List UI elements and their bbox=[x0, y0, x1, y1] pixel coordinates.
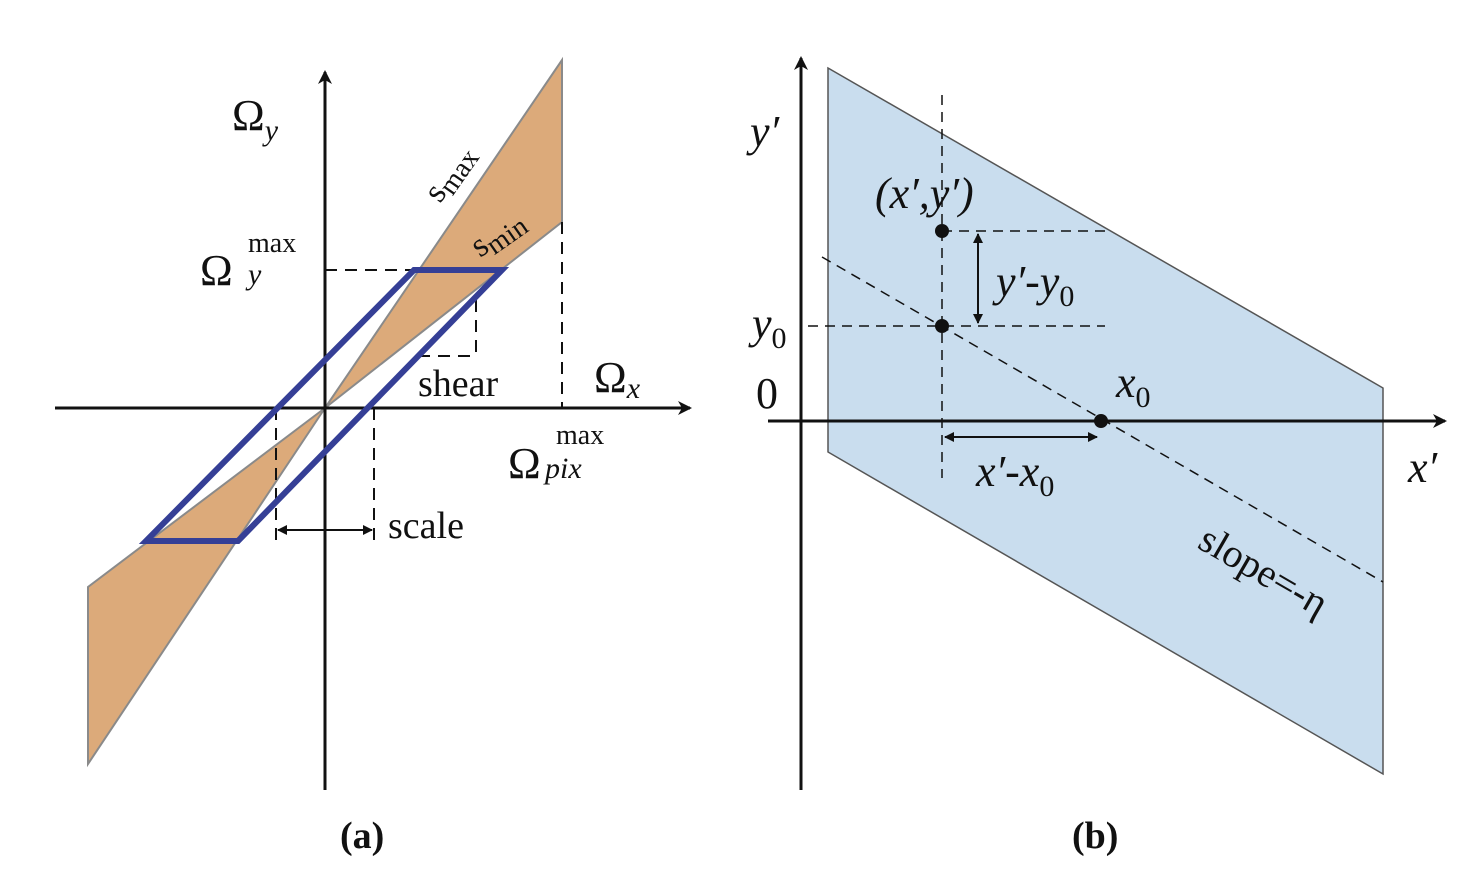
wedge-lower bbox=[87, 407, 326, 768]
caption-b: (b) bbox=[1072, 815, 1118, 857]
point-x-prime-y-prime bbox=[935, 224, 949, 238]
omega-y-max-sup: max bbox=[248, 228, 296, 259]
dx-label: x′-x0 bbox=[975, 447, 1054, 503]
shear-label: shear bbox=[418, 363, 499, 405]
panel-a: Ωy Ωx Ω max y Ω max pix smax smin shear … bbox=[55, 56, 692, 857]
omega-pix-max-sub: pix bbox=[543, 452, 582, 485]
omega-x-axis-label: Ωx bbox=[594, 353, 641, 405]
omega-pix-max-sup: max bbox=[556, 420, 604, 451]
wedge-upper bbox=[324, 56, 563, 409]
point-label: (x′,y′) bbox=[875, 169, 974, 218]
caption-a: (a) bbox=[340, 815, 384, 857]
omega-y-max-label: Ω bbox=[200, 246, 233, 295]
omega-y-axis-label: Ωy bbox=[232, 91, 279, 147]
omega-pix-max-label: Ω bbox=[508, 439, 541, 488]
sampling-parallelogram bbox=[138, 267, 510, 544]
y-prime-axis-label: y′ bbox=[746, 107, 781, 156]
x-prime-axis-label: x′ bbox=[1407, 443, 1439, 492]
point-x0 bbox=[1094, 414, 1108, 428]
dy-label: y′-y0 bbox=[992, 257, 1074, 313]
origin-label: 0 bbox=[756, 369, 778, 418]
omega-y-max-sub: y bbox=[245, 258, 262, 291]
y0-label: y0 bbox=[748, 299, 787, 355]
panel-b: y′ x′ 0 (x′,y′) y0 x0 y′-y0 x′-x0 slope=… bbox=[746, 56, 1447, 857]
x0-label: x0 bbox=[1115, 358, 1151, 414]
scale-label: scale bbox=[388, 505, 464, 547]
point-y0 bbox=[935, 319, 949, 333]
